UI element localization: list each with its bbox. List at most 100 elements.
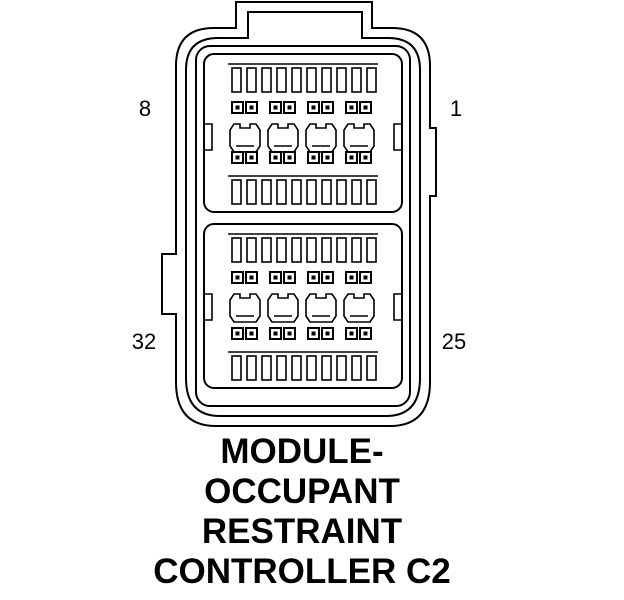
pin-box <box>345 327 358 340</box>
pin-box <box>231 271 244 284</box>
pin-box <box>321 271 334 284</box>
pin-dot <box>235 155 240 160</box>
terminal-slot <box>336 355 347 381</box>
section-notch-left <box>204 293 213 321</box>
terminal-slot <box>261 67 272 93</box>
pin-dot <box>273 155 278 160</box>
pin-dot <box>325 105 330 110</box>
pin-dot <box>249 105 254 110</box>
terminal-slot <box>231 237 242 263</box>
terminal-slot <box>306 67 317 93</box>
pin-dot <box>273 275 278 280</box>
terminal-slot <box>246 179 257 205</box>
terminal-slot <box>336 237 347 263</box>
pin-label-8: 8 <box>139 96 151 121</box>
pin-box <box>283 271 296 284</box>
pin-dot <box>249 275 254 280</box>
caption-line-1: MODULE- <box>220 432 384 471</box>
terminal-slot <box>231 179 242 205</box>
locking-latch <box>305 293 337 323</box>
cavity-section <box>203 53 403 213</box>
terminal-slot <box>291 237 302 263</box>
locking-latch <box>229 293 261 323</box>
terminal-slot <box>351 237 362 263</box>
pin-box <box>307 101 320 114</box>
pin-dot <box>287 275 292 280</box>
caption-line-2: OCCUPANT <box>204 472 400 511</box>
pin-box <box>269 271 282 284</box>
terminal-slot <box>336 67 347 93</box>
pin-dot <box>325 275 330 280</box>
terminal-slot <box>351 67 362 93</box>
terminal-slot <box>291 355 302 381</box>
pin-box <box>283 101 296 114</box>
caption-line-3: RESTRAINT <box>201 512 403 551</box>
terminal-slot <box>276 355 287 381</box>
terminal-slot <box>291 179 302 205</box>
terminal-slot <box>276 67 287 93</box>
terminal-slot <box>306 179 317 205</box>
terminal-slot <box>261 179 272 205</box>
pin-dot <box>311 275 316 280</box>
pin-box <box>359 101 372 114</box>
locking-latch <box>343 123 375 153</box>
pin-dot <box>363 155 368 160</box>
pin-box <box>245 271 258 284</box>
terminal-slot <box>246 67 257 93</box>
terminal-slot <box>336 179 347 205</box>
housing-inner-outline <box>185 11 421 417</box>
pin-dot <box>235 105 240 110</box>
pin-dot <box>363 105 368 110</box>
pin-dot <box>325 331 330 336</box>
pin-dot <box>311 155 316 160</box>
caption-line-4: CONTROLLER C2 <box>153 552 451 591</box>
pin-dot <box>349 331 354 336</box>
pin-dot <box>363 275 368 280</box>
pin-box <box>359 327 372 340</box>
locking-latch <box>267 293 299 323</box>
pin-box <box>307 327 320 340</box>
terminal-slot <box>321 179 332 205</box>
locking-latch <box>305 123 337 153</box>
housing-outline <box>161 1 437 427</box>
terminal-slot <box>276 237 287 263</box>
pin-box <box>231 327 244 340</box>
pin-box <box>345 101 358 114</box>
connector-housing <box>161 1 437 427</box>
pin-cavities <box>203 53 403 389</box>
pin-label-25: 25 <box>442 329 466 354</box>
terminal-slot <box>366 67 377 93</box>
pin-dot <box>311 105 316 110</box>
pin-dot <box>325 155 330 160</box>
pin-dot <box>249 155 254 160</box>
terminal-slot <box>351 179 362 205</box>
terminal-slot <box>276 179 287 205</box>
pin-box <box>321 101 334 114</box>
pin-dot <box>235 275 240 280</box>
pin-dot <box>349 275 354 280</box>
connector-caption: MODULE- OCCUPANT RESTRAINT CONTROLLER C2 <box>0 432 604 592</box>
pin-dot <box>311 331 316 336</box>
pin-dot <box>287 155 292 160</box>
terminal-slot <box>366 237 377 263</box>
terminal-slot <box>351 355 362 381</box>
pin-number-labels: 8 1 32 25 <box>132 96 466 354</box>
pin-dot <box>363 331 368 336</box>
locking-latch <box>229 123 261 153</box>
section-notch-right <box>393 123 402 151</box>
pin-dot <box>235 331 240 336</box>
pin-dot <box>287 331 292 336</box>
cavity-section <box>203 223 403 389</box>
section-notch-right <box>393 293 402 321</box>
pin-box <box>269 327 282 340</box>
terminal-slot <box>321 67 332 93</box>
pin-box <box>359 271 372 284</box>
pin-box <box>345 271 358 284</box>
pin-box <box>321 327 334 340</box>
terminal-slot <box>306 237 317 263</box>
terminal-slot <box>366 179 377 205</box>
terminal-slot <box>246 237 257 263</box>
locking-latch <box>267 123 299 153</box>
pin-dot <box>287 105 292 110</box>
